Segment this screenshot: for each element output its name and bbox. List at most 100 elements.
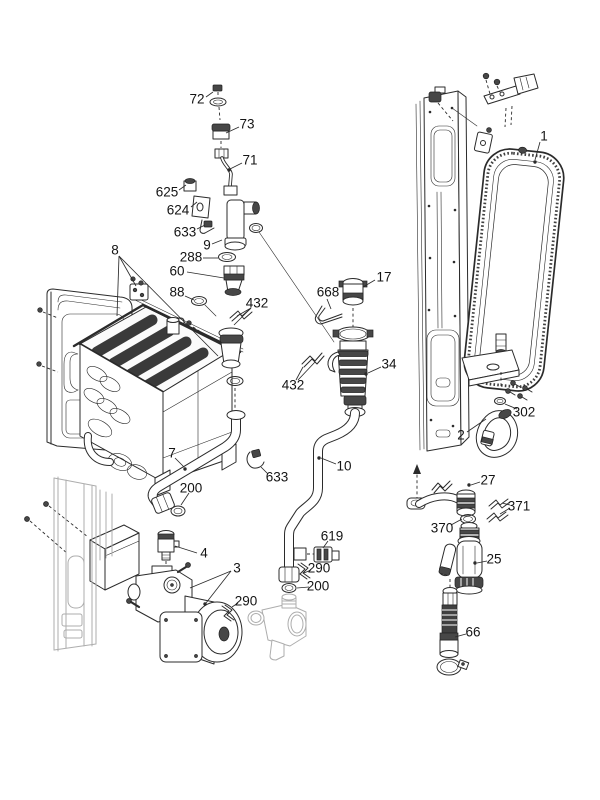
leader-line-3	[205, 570, 232, 604]
leader-line-432	[297, 361, 316, 381]
part-label-7: 7	[168, 446, 176, 461]
return-pipe-27-assembly	[406, 464, 511, 676]
fitting-25	[438, 522, 484, 595]
leader-line-200	[180, 492, 190, 506]
screw-icon	[36, 361, 42, 367]
manifold-reference	[247, 593, 307, 661]
pipe-10	[278, 407, 366, 593]
return-bend-loops	[83, 366, 147, 480]
screw-icon	[24, 516, 30, 522]
leader-line-71	[229, 162, 243, 170]
part-callouts: 7273716256246339288608884321176683443223…	[111, 92, 548, 640]
clip-290	[297, 562, 311, 580]
auto-air-vent-cap-17	[338, 278, 368, 328]
leader-line-370	[450, 518, 463, 526]
vessel-hanging-tab	[473, 127, 493, 154]
hose-clamp-icon	[436, 658, 470, 676]
leader-dot-25	[473, 561, 477, 565]
vessel-shelf-bracket	[461, 333, 520, 387]
part-label-25: 25	[486, 552, 501, 567]
part-label-625: 625	[156, 185, 179, 200]
back-panel-right	[415, 86, 470, 452]
air-vent-4	[157, 530, 180, 572]
clip-432-lower	[301, 352, 325, 368]
clip-290	[221, 604, 235, 622]
leader-line-432	[236, 307, 252, 317]
leader-line-668	[326, 298, 332, 310]
leader-dot-27	[467, 483, 471, 487]
part-label-200: 200	[180, 481, 203, 496]
screws-302	[494, 380, 533, 405]
part-label-73: 73	[239, 117, 254, 132]
mounting-bracket-top	[428, 72, 539, 128]
leader-line-200	[296, 586, 310, 589]
bellows-lever	[327, 351, 341, 373]
part-label-302: 302	[513, 405, 536, 420]
pipe-7	[147, 410, 265, 517]
leader-line-8	[118, 255, 137, 287]
part-label-619: 619	[321, 529, 344, 544]
part-label-633: 633	[174, 225, 197, 240]
leader-line-432	[233, 307, 252, 326]
part-label-72: 72	[189, 92, 204, 107]
leader-dot-1	[533, 160, 537, 164]
clip-633	[246, 448, 265, 469]
cap-nut-icon	[428, 91, 442, 103]
screw-icon	[482, 72, 490, 80]
part-label-432: 432	[246, 296, 269, 311]
part-label-200: 200	[307, 579, 330, 594]
part-label-2: 2	[457, 428, 465, 443]
part-label-668: 668	[317, 285, 340, 300]
part-label-71: 71	[242, 153, 257, 168]
leader-line-625	[178, 184, 187, 191]
sensor-619	[313, 546, 340, 563]
flexible-hose-2	[475, 409, 519, 458]
clip-27	[431, 480, 453, 494]
leader-line-66	[454, 633, 467, 638]
part-label-1: 1	[540, 129, 548, 144]
leader-line-624	[190, 201, 198, 208]
part-label-88: 88	[169, 285, 184, 300]
screw-icon	[37, 307, 43, 313]
part-label-290: 290	[308, 561, 331, 576]
leader-line-25	[476, 560, 488, 564]
part-label-371: 371	[508, 499, 531, 514]
leader-line-17	[362, 279, 376, 288]
leader-line-1	[534, 141, 541, 161]
leader-line-7	[174, 457, 185, 468]
leader-dot-10	[317, 456, 321, 460]
clip-668	[314, 305, 343, 325]
leader-line-9	[211, 239, 223, 245]
leader-line-302	[504, 403, 518, 410]
part-label-60: 60	[169, 264, 184, 279]
leader-line-27	[470, 481, 481, 486]
leader-line-2	[466, 418, 487, 433]
flexible-hose-66	[439, 587, 459, 658]
part-label-290: 290	[235, 594, 258, 609]
clips-371	[486, 498, 511, 523]
leader-line-8	[116, 255, 120, 317]
leader-dot-7	[183, 467, 187, 471]
leader-line-34	[367, 366, 382, 374]
pump-bracket	[89, 524, 140, 591]
leader-line-60	[186, 271, 225, 279]
leader-line-88	[184, 295, 195, 301]
part-label-34: 34	[381, 357, 397, 372]
screw-icon	[43, 501, 49, 507]
flow-elbow-fitting	[218, 327, 244, 410]
arrow-up-icon	[413, 464, 421, 474]
expansion-vessel	[463, 146, 565, 392]
part-label-27: 27	[480, 473, 495, 488]
screw-icon	[493, 78, 501, 86]
leader-line-432	[295, 366, 304, 381]
leader-line-8	[118, 255, 219, 357]
part-label-3: 3	[233, 561, 241, 576]
leader-line-633	[260, 466, 269, 475]
panel-left-bottom-reference	[53, 476, 113, 652]
leader-dot-3	[203, 602, 207, 606]
part-label-624: 624	[167, 203, 190, 218]
leader-line-290	[303, 569, 312, 574]
pump-head-bellows-34	[327, 326, 374, 414]
